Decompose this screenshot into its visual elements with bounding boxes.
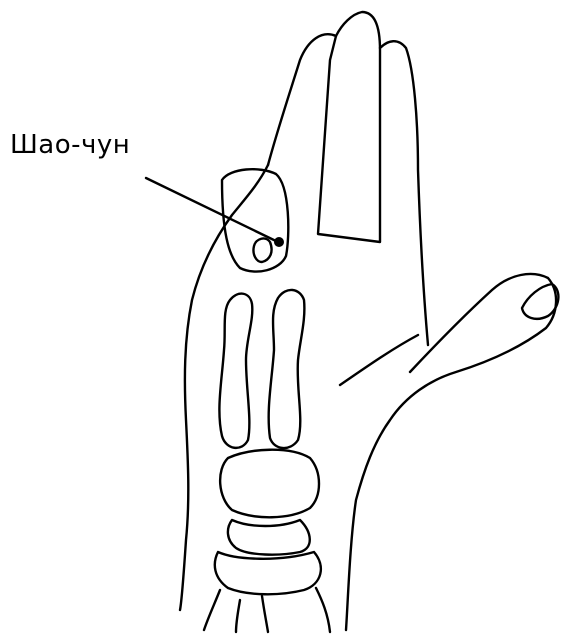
forearm-bone-left [204, 590, 220, 630]
nail-inner-mark [253, 239, 271, 262]
palm-crease [340, 335, 418, 385]
index-finger-outline [380, 41, 428, 345]
phalanx-bone-left [219, 294, 252, 448]
forearm-bone-mid [236, 600, 240, 632]
acupoint-marker [274, 237, 284, 247]
acupoint-label: Шао-чун [10, 130, 130, 160]
forearm-bone-right [262, 596, 268, 632]
thumb-outline [346, 274, 556, 630]
middle-finger-outline [318, 12, 380, 242]
wrist-bone-upper [228, 520, 310, 555]
knuckle-bone [220, 450, 319, 518]
phalanx-bone-right [269, 290, 305, 448]
wrist-bone-lower [215, 552, 321, 594]
leader-line [146, 178, 278, 242]
ring-finger-outline [268, 34, 336, 165]
forearm-outline-right [316, 588, 330, 632]
